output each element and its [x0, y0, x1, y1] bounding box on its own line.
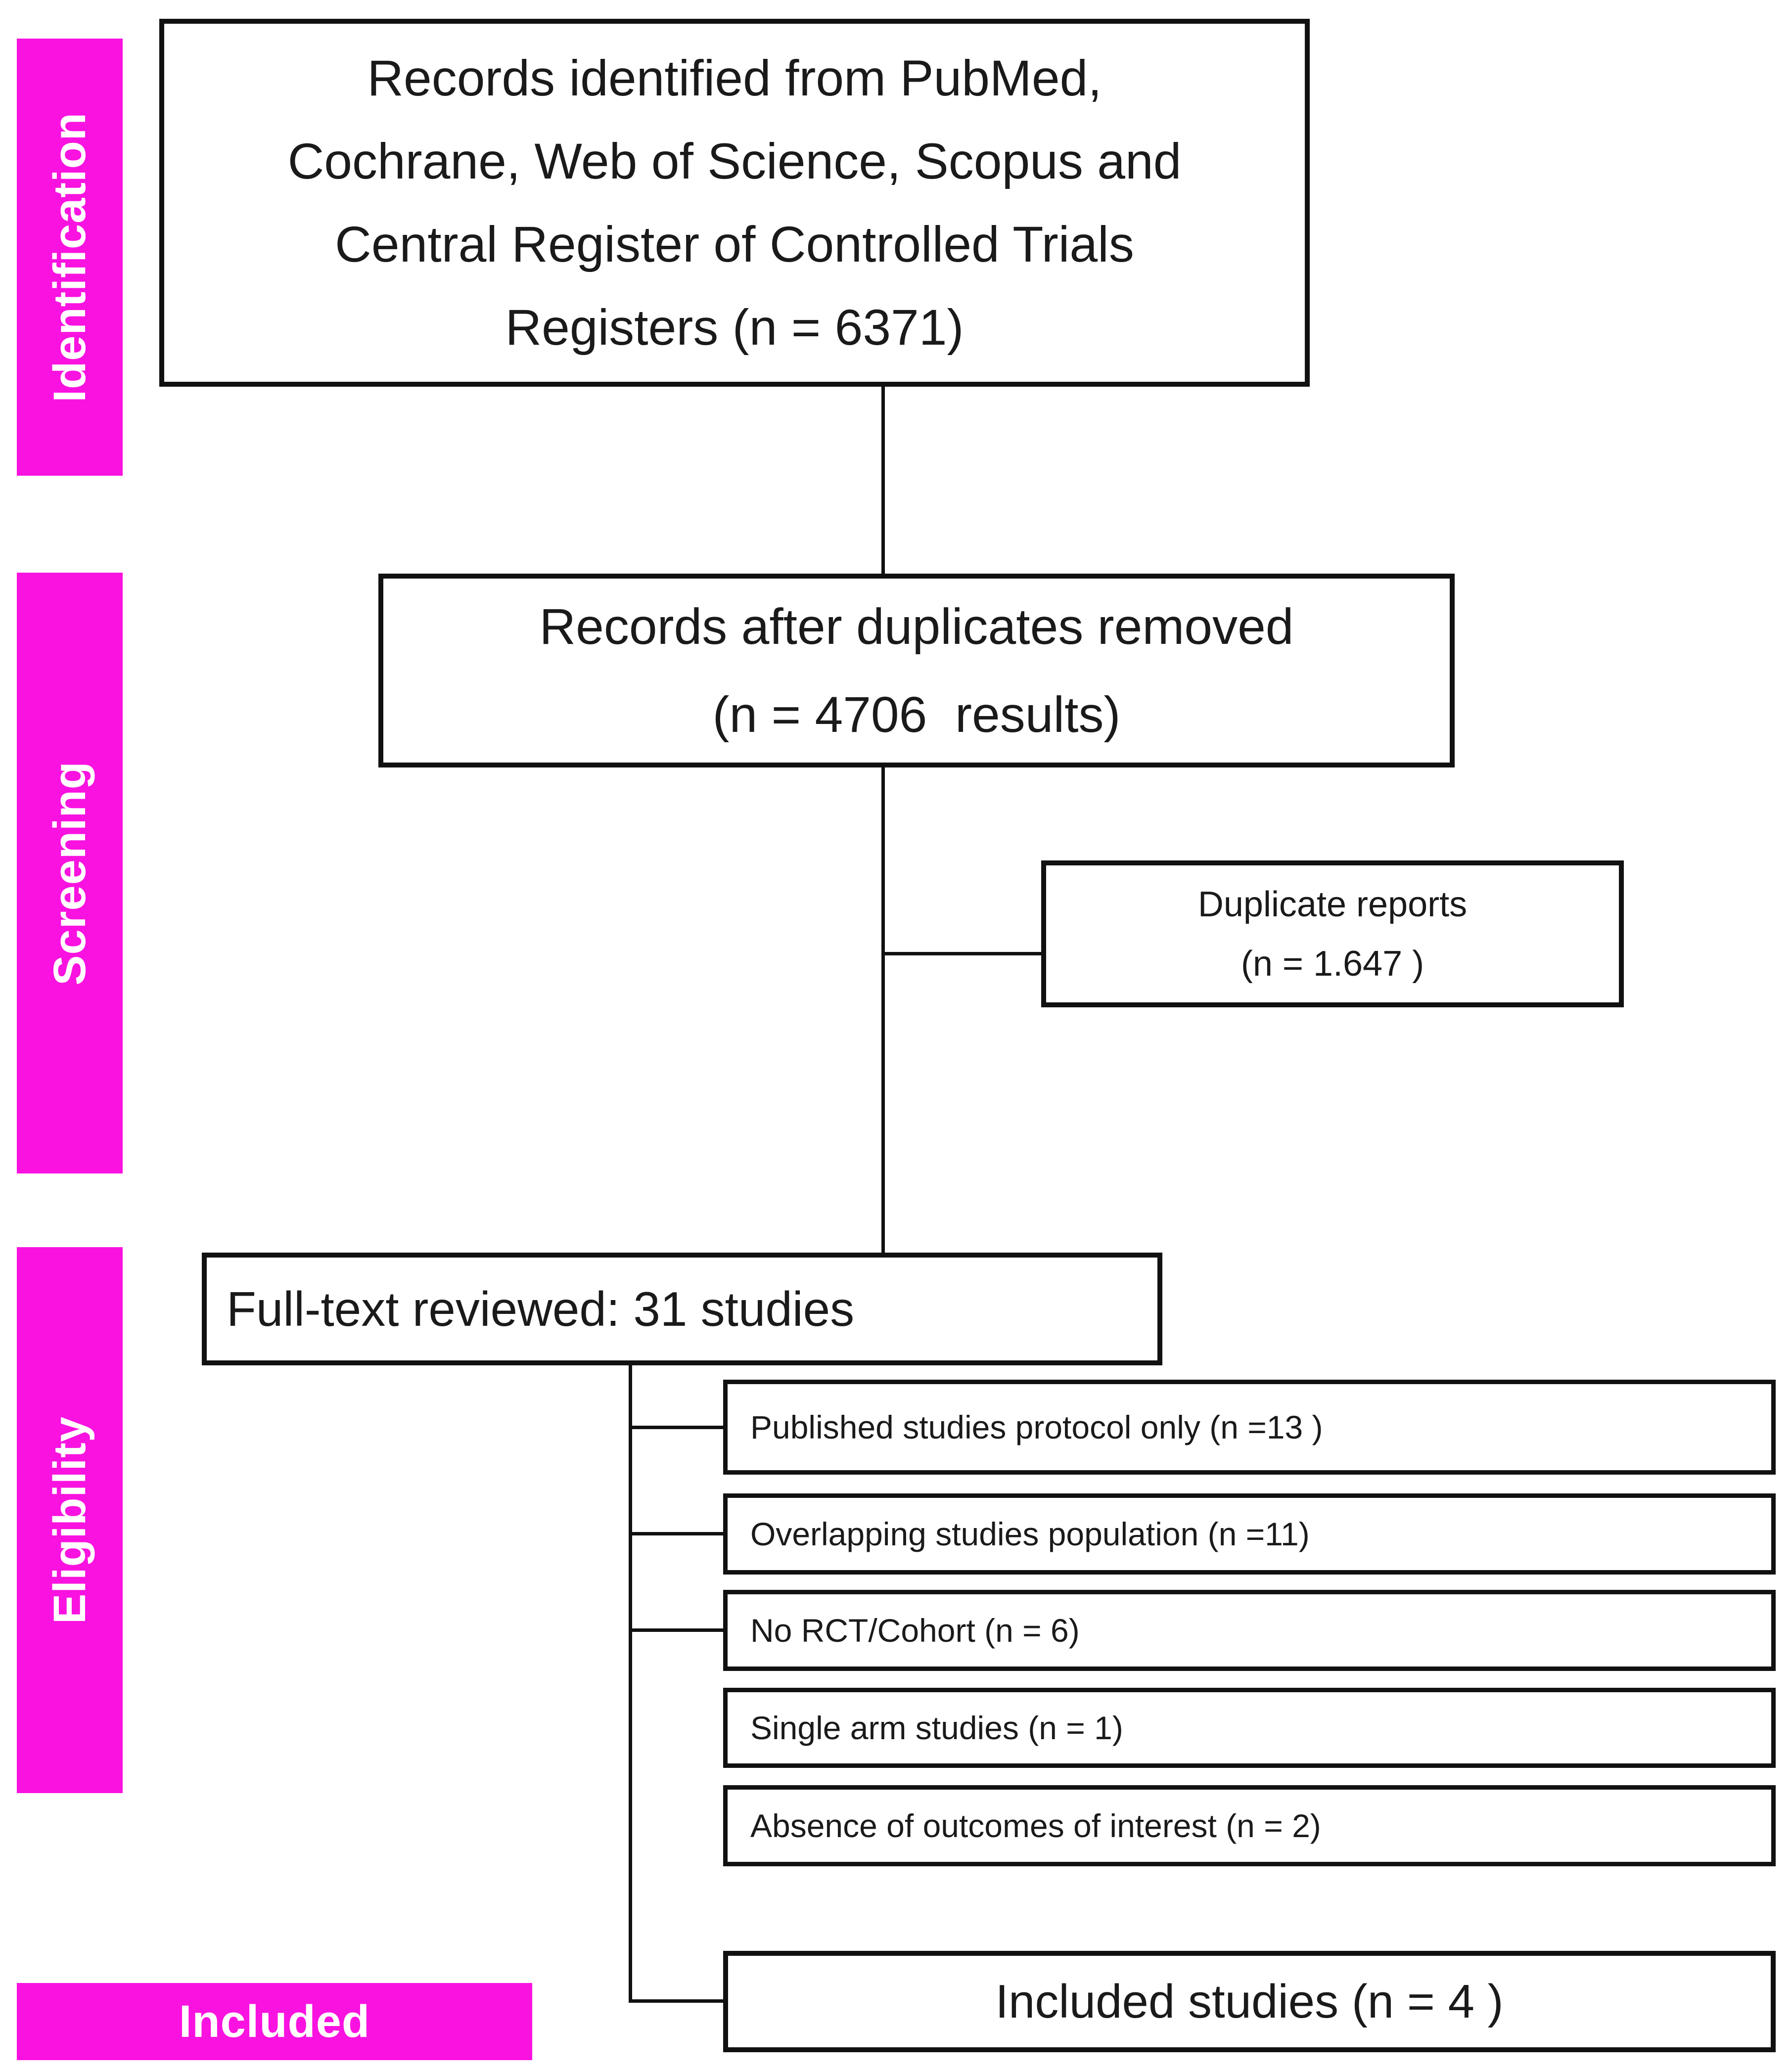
flow-box-exclusion-no-outcomes: Absence of outcomes of interest (n = 2)	[723, 1785, 1776, 1866]
duplicates-removed-line-1: Records after duplicates removed	[539, 598, 1294, 655]
stage-strip-eligibility: Eligibility	[17, 1247, 123, 1793]
records-identified-line-1: Records identified from PubMed,	[367, 50, 1102, 106]
flow-box-exclusion-overlapping-population: Overlapping studies population (n =11)	[723, 1493, 1776, 1575]
connector-deduplicated-to-fulltext	[881, 766, 885, 1255]
records-identified-line-4: Registers (n = 6371)	[505, 299, 964, 356]
stage-label-eligibility: Eligibility	[44, 1416, 95, 1624]
flow-box-duplicates-removed: Records after duplicates removed (n = 47…	[378, 574, 1455, 767]
stage-label-included: Included	[179, 1996, 370, 2047]
exclusion-label: Absence of outcomes of interest (n = 2)	[750, 1807, 1321, 1844]
duplicate-reports-line-2: (n = 1.647 )	[1241, 944, 1424, 984]
flow-box-fulltext-reviewed: Full-text reviewed: 31 studies	[202, 1253, 1162, 1365]
exclusion-label: No RCT/Cohort (n = 6)	[750, 1612, 1080, 1649]
connector-stub-exclusion-1	[629, 1426, 725, 1429]
flow-box-exclusion-no-rct-cohort: No RCT/Cohort (n = 6)	[723, 1590, 1776, 1671]
connector-records-to-deduplicated	[881, 386, 885, 576]
exclusion-label: Single arm studies (n = 1)	[750, 1710, 1123, 1746]
records-identified-line-2: Cochrane, Web of Science, Scopus and	[287, 133, 1182, 189]
duplicate-reports-line-1: Duplicate reports	[1197, 884, 1468, 924]
connector-exclusion-spine	[629, 1362, 632, 2003]
stage-label-identification: Identification	[44, 112, 95, 403]
duplicates-removed-line-2: (n = 4706 results)	[712, 686, 1121, 743]
flow-box-exclusion-protocol-only: Published studies protocol only (n =13 )	[723, 1380, 1776, 1475]
stage-strip-screening: Screening	[17, 573, 123, 1173]
flow-box-included-studies: Included studies (n = 4 )	[723, 1951, 1776, 2052]
stage-strip-identification: Identification	[17, 39, 123, 476]
connector-stub-included-studies	[629, 1999, 725, 2003]
included-studies-label: Included studies (n = 4 )	[995, 1975, 1504, 2028]
records-identified-line-3: Central Register of Controlled Trials	[335, 216, 1134, 272]
stage-strip-included: Included	[17, 1983, 532, 2060]
connector-stub-exclusion-2	[629, 1532, 725, 1535]
exclusion-label: Published studies protocol only (n =13 )	[750, 1409, 1323, 1445]
flow-box-exclusion-single-arm: Single arm studies (n = 1)	[723, 1688, 1776, 1768]
stage-label-screening: Screening	[44, 761, 95, 986]
connector-stub-exclusion-3	[629, 1628, 725, 1632]
flow-box-records-identified: Records identified from PubMed, Cochrane…	[159, 19, 1310, 387]
exclusion-label: Overlapping studies population (n =11)	[750, 1516, 1310, 1552]
connector-branch-duplicate-reports	[881, 952, 1043, 955]
flow-box-duplicate-reports: Duplicate reports (n = 1.647 )	[1041, 860, 1624, 1007]
fulltext-reviewed-label: Full-text reviewed: 31 studies	[227, 1281, 855, 1336]
